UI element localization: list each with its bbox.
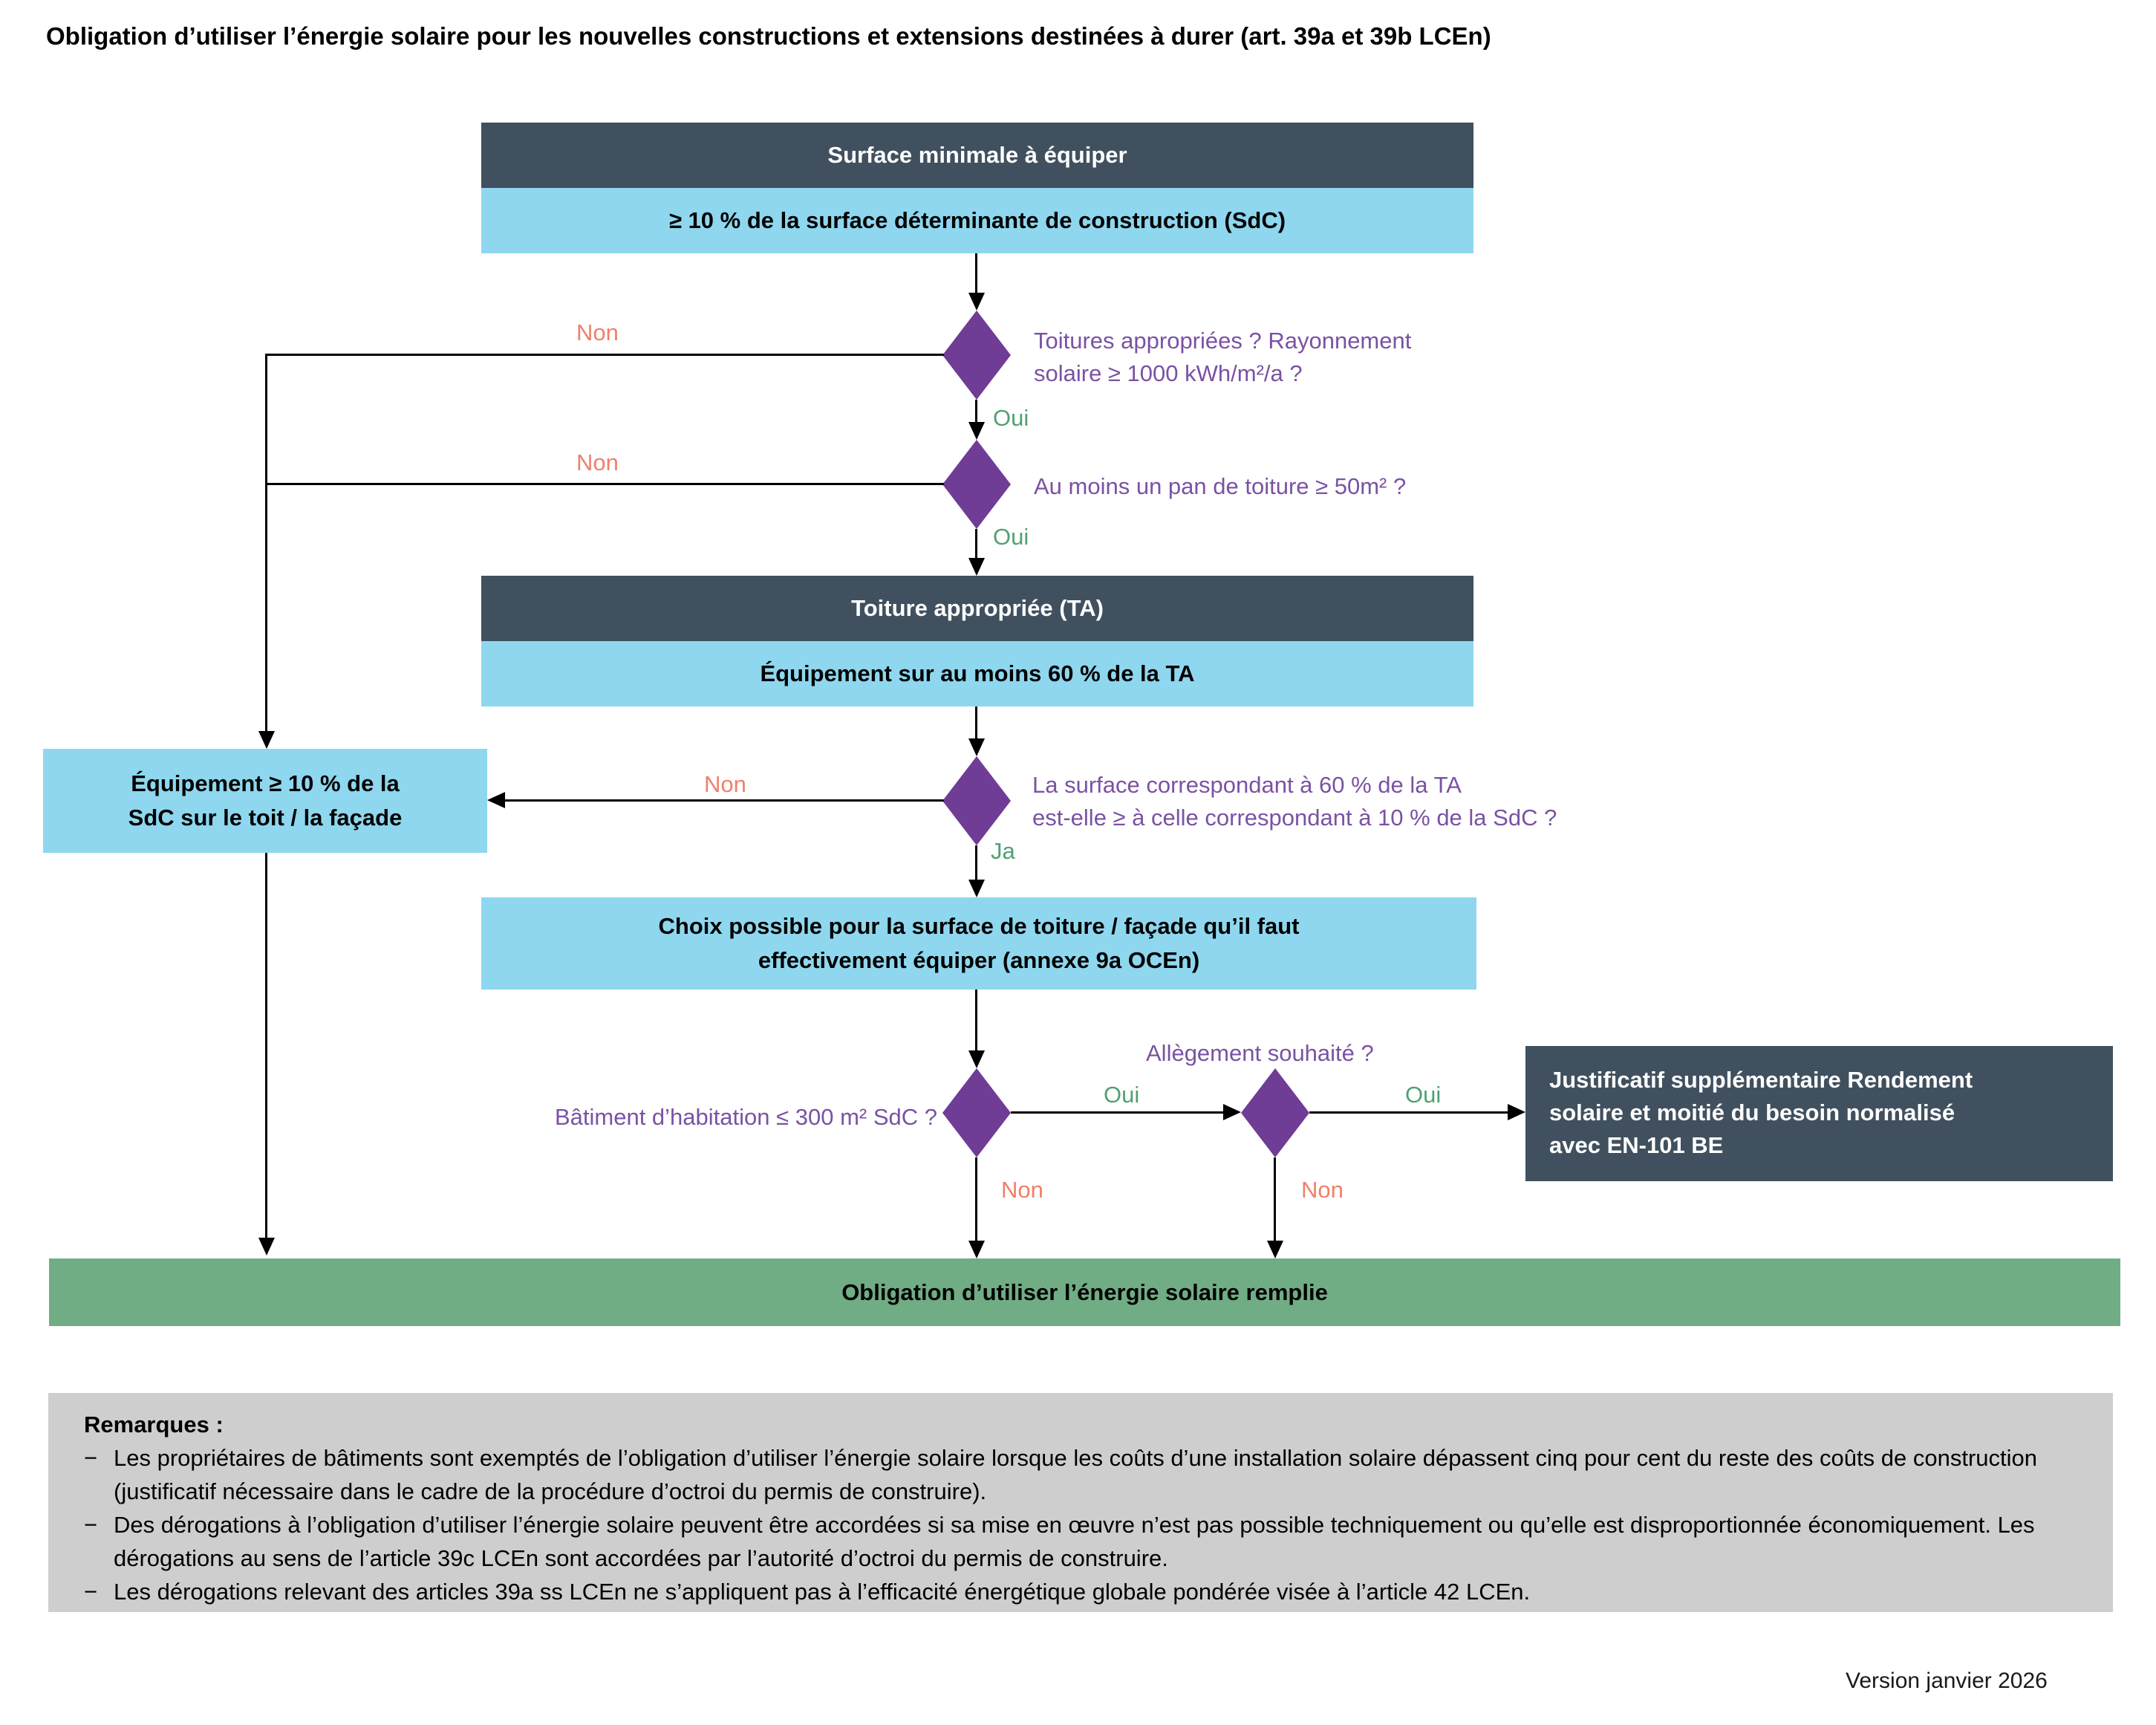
connector-line <box>1309 1111 1508 1114</box>
arrow-right-icon <box>1223 1104 1241 1120</box>
decision-allegement-yes-label: Oui <box>1405 1082 1442 1108</box>
arrow-down-icon <box>968 738 985 756</box>
remarks-title: Remarques : <box>84 1411 224 1438</box>
decision-pan-diamond <box>942 440 1011 529</box>
bullet-dash-icon: − <box>84 1579 98 1605</box>
decision-surface-yes-label: Ja <box>991 838 1015 864</box>
connector-line <box>975 253 977 294</box>
bullet-dash-icon: − <box>84 1512 98 1538</box>
connector-line <box>505 799 944 802</box>
decision-pan-yes-label: Oui <box>993 524 1029 550</box>
arrow-down-icon <box>968 422 985 440</box>
connector-line <box>265 853 267 1238</box>
arrow-down-icon <box>968 1050 985 1068</box>
decision-allegement-diamond <box>1241 1068 1309 1157</box>
connector-line <box>975 990 977 1052</box>
connector-line <box>975 529 977 559</box>
arrow-down-icon <box>968 1241 985 1258</box>
decision-habitation-diamond <box>942 1068 1011 1157</box>
connector-line <box>265 354 267 731</box>
decision-surface-no-label: Non <box>704 771 746 797</box>
remarks-panel: Remarques : − Les propriétaires de bâtim… <box>48 1393 2113 1612</box>
decision-allegement-question: Allègement souhaité ? <box>1146 1040 1374 1066</box>
decision-radiation-question: Toitures appropriées ? Rayonnement solai… <box>1034 328 1412 386</box>
connector-line <box>1274 1157 1276 1241</box>
decision-radiation-no-label: Non <box>576 319 619 345</box>
decision-radiation-yes-label: Oui <box>993 405 1029 431</box>
connector-line <box>267 483 944 485</box>
box-surface-minimale: Surface minimale à équiper ≥ 10 % de la … <box>481 123 1473 253</box>
arrow-down-icon <box>968 558 985 576</box>
bullet-dash-icon: − <box>84 1445 98 1471</box>
remark-item: − Des dérogations à l’obligation d’utili… <box>84 1508 2083 1575</box>
arrow-down-icon <box>968 880 985 897</box>
connector-line <box>267 354 944 356</box>
arrow-left-icon <box>487 792 505 808</box>
decision-habitation-no-label: Non <box>1001 1177 1043 1203</box>
arrow-down-icon <box>258 1238 275 1255</box>
connector-line <box>1011 1111 1223 1114</box>
decision-habitation-yes-label: Oui <box>1104 1082 1140 1108</box>
decision-habitation-question: Bâtiment d’habitation ≤ 300 m² SdC ? <box>554 1104 937 1130</box>
decision-pan-question: Au moins un pan de toiture ≥ 50m² ? <box>1034 473 1407 499</box>
connector-line <box>975 1157 977 1241</box>
decision-surface-question: La surface correspondant à 60 % de la TA… <box>1032 772 1557 831</box>
decision-surface-diamond <box>942 756 1011 845</box>
box-choix-possible: Choix possible pour la surface de toitur… <box>481 897 1476 990</box>
box-toiture-appropriee-body: Équipement sur au moins 60 % de la TA <box>481 641 1473 706</box>
box-justificatif: Justificatif supplémentaire Rendement so… <box>1525 1046 2113 1181</box>
arrow-right-icon <box>1508 1104 1525 1120</box>
decision-allegement-no-label: Non <box>1301 1177 1344 1203</box>
arrow-down-icon <box>258 731 275 749</box>
box-toiture-appropriee: Toiture appropriée (TA) Équipement sur a… <box>481 576 1473 706</box>
decision-pan-no-label: Non <box>576 449 619 475</box>
arrow-down-icon <box>968 293 985 311</box>
box-toiture-appropriee-header: Toiture appropriée (TA) <box>481 576 1473 641</box>
version-label: Version janvier 2026 <box>1846 1669 2048 1693</box>
remark-item: − Les propriétaires de bâtiments sont ex… <box>84 1441 2083 1508</box>
page-title: Obligation d’utiliser l’énergie solaire … <box>46 22 1491 50</box>
box-surface-minimale-body: ≥ 10 % de la surface déterminante de con… <box>481 188 1473 253</box>
result-bar-obligation-remplie: Obligation d’utiliser l’énergie solaire … <box>49 1258 2120 1326</box>
remark-item: − Les dérogations relevant des articles … <box>84 1575 2083 1608</box>
box-equipement-facade: Équipement ≥ 10 % de la SdC sur le toit … <box>43 749 487 853</box>
box-surface-minimale-header: Surface minimale à équiper <box>481 123 1473 188</box>
connector-line <box>975 706 977 739</box>
decision-radiation-diamond <box>942 311 1011 400</box>
connector-line <box>975 845 977 881</box>
arrow-down-icon <box>1267 1241 1283 1258</box>
connector-line <box>975 400 977 423</box>
